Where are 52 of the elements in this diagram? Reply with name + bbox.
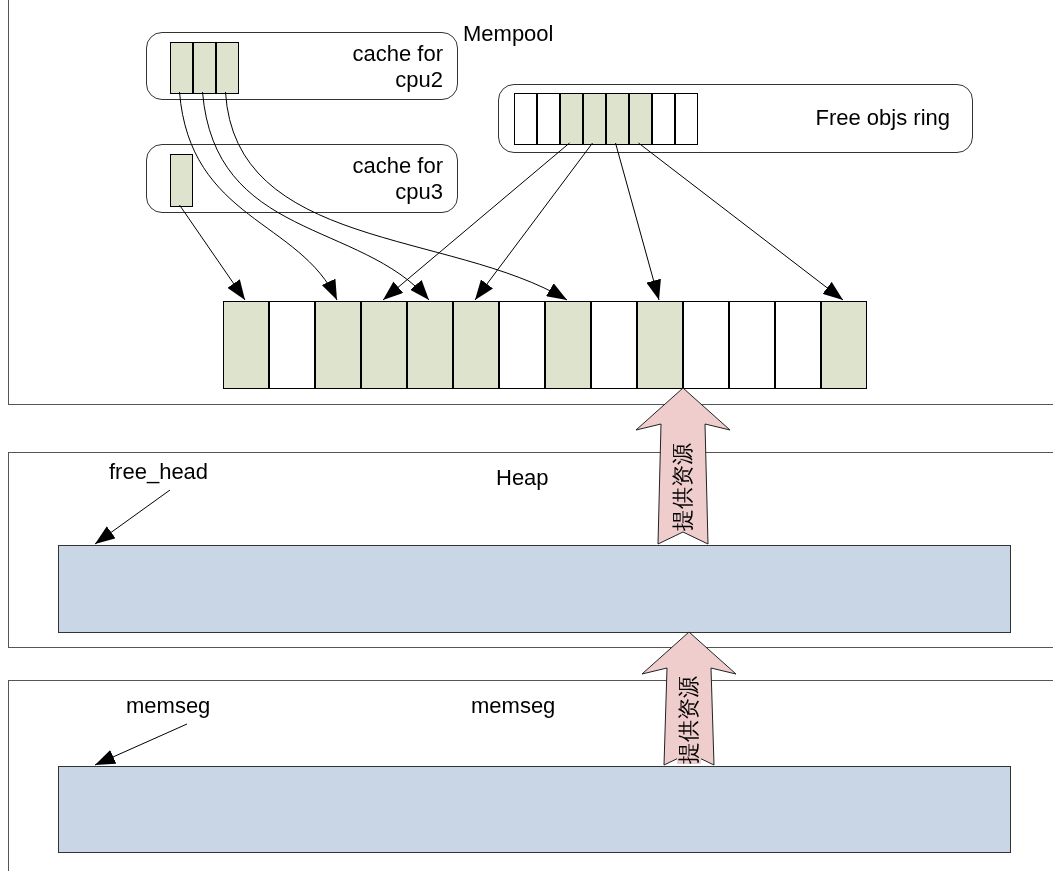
pointer-label: free_head [109, 459, 209, 485]
arrow [225, 91, 568, 301]
object-slot [560, 93, 583, 145]
arrow [615, 142, 663, 301]
object-slot [315, 301, 361, 389]
leader-line [94, 723, 188, 766]
ring-box [498, 84, 973, 153]
edge-label: 提供资源 [671, 443, 695, 531]
edge-label: 提供资源 [677, 675, 701, 764]
panel-heading: Mempool [463, 21, 554, 47]
object-slot [193, 42, 216, 94]
object-slot [216, 42, 239, 94]
object-slot [583, 93, 606, 145]
section-panel [8, 0, 1053, 405]
leader-line [94, 489, 171, 545]
cache-box [146, 32, 458, 100]
arrow [179, 91, 338, 301]
object-slot [269, 301, 315, 389]
arrow [638, 142, 844, 301]
object-slot [223, 301, 269, 389]
box-label: cache for cpu3 [351, 153, 443, 205]
object-slot [652, 93, 675, 145]
box-label: Free objs ring [814, 105, 950, 131]
box-label: cache for cpu2 [351, 41, 443, 93]
object-slot [606, 93, 629, 145]
object-slot [453, 301, 499, 389]
object-slot [499, 301, 545, 389]
memory-bar [58, 766, 1011, 853]
arrow [179, 204, 246, 301]
object-slot [821, 301, 867, 389]
object-slot [170, 42, 193, 94]
object-slot [537, 93, 560, 145]
object-slot [407, 301, 453, 389]
object-slot [514, 93, 537, 145]
panel-heading: memseg [471, 693, 556, 719]
object-slot [629, 93, 652, 145]
arrow [474, 142, 593, 301]
object-slot [591, 301, 637, 389]
object-slot [775, 301, 821, 389]
object-slot [683, 301, 729, 389]
cache-box [146, 144, 458, 213]
object-slot [637, 301, 683, 389]
memory-bar [58, 545, 1011, 633]
arrow [382, 142, 570, 301]
object-slot [545, 301, 591, 389]
object-slot [729, 301, 775, 389]
arrow [202, 91, 430, 301]
pointer-label: memseg [126, 693, 211, 719]
panel-heading: Heap [496, 465, 549, 491]
object-slot [675, 93, 698, 145]
object-slot [361, 301, 407, 389]
object-slot [170, 154, 193, 207]
